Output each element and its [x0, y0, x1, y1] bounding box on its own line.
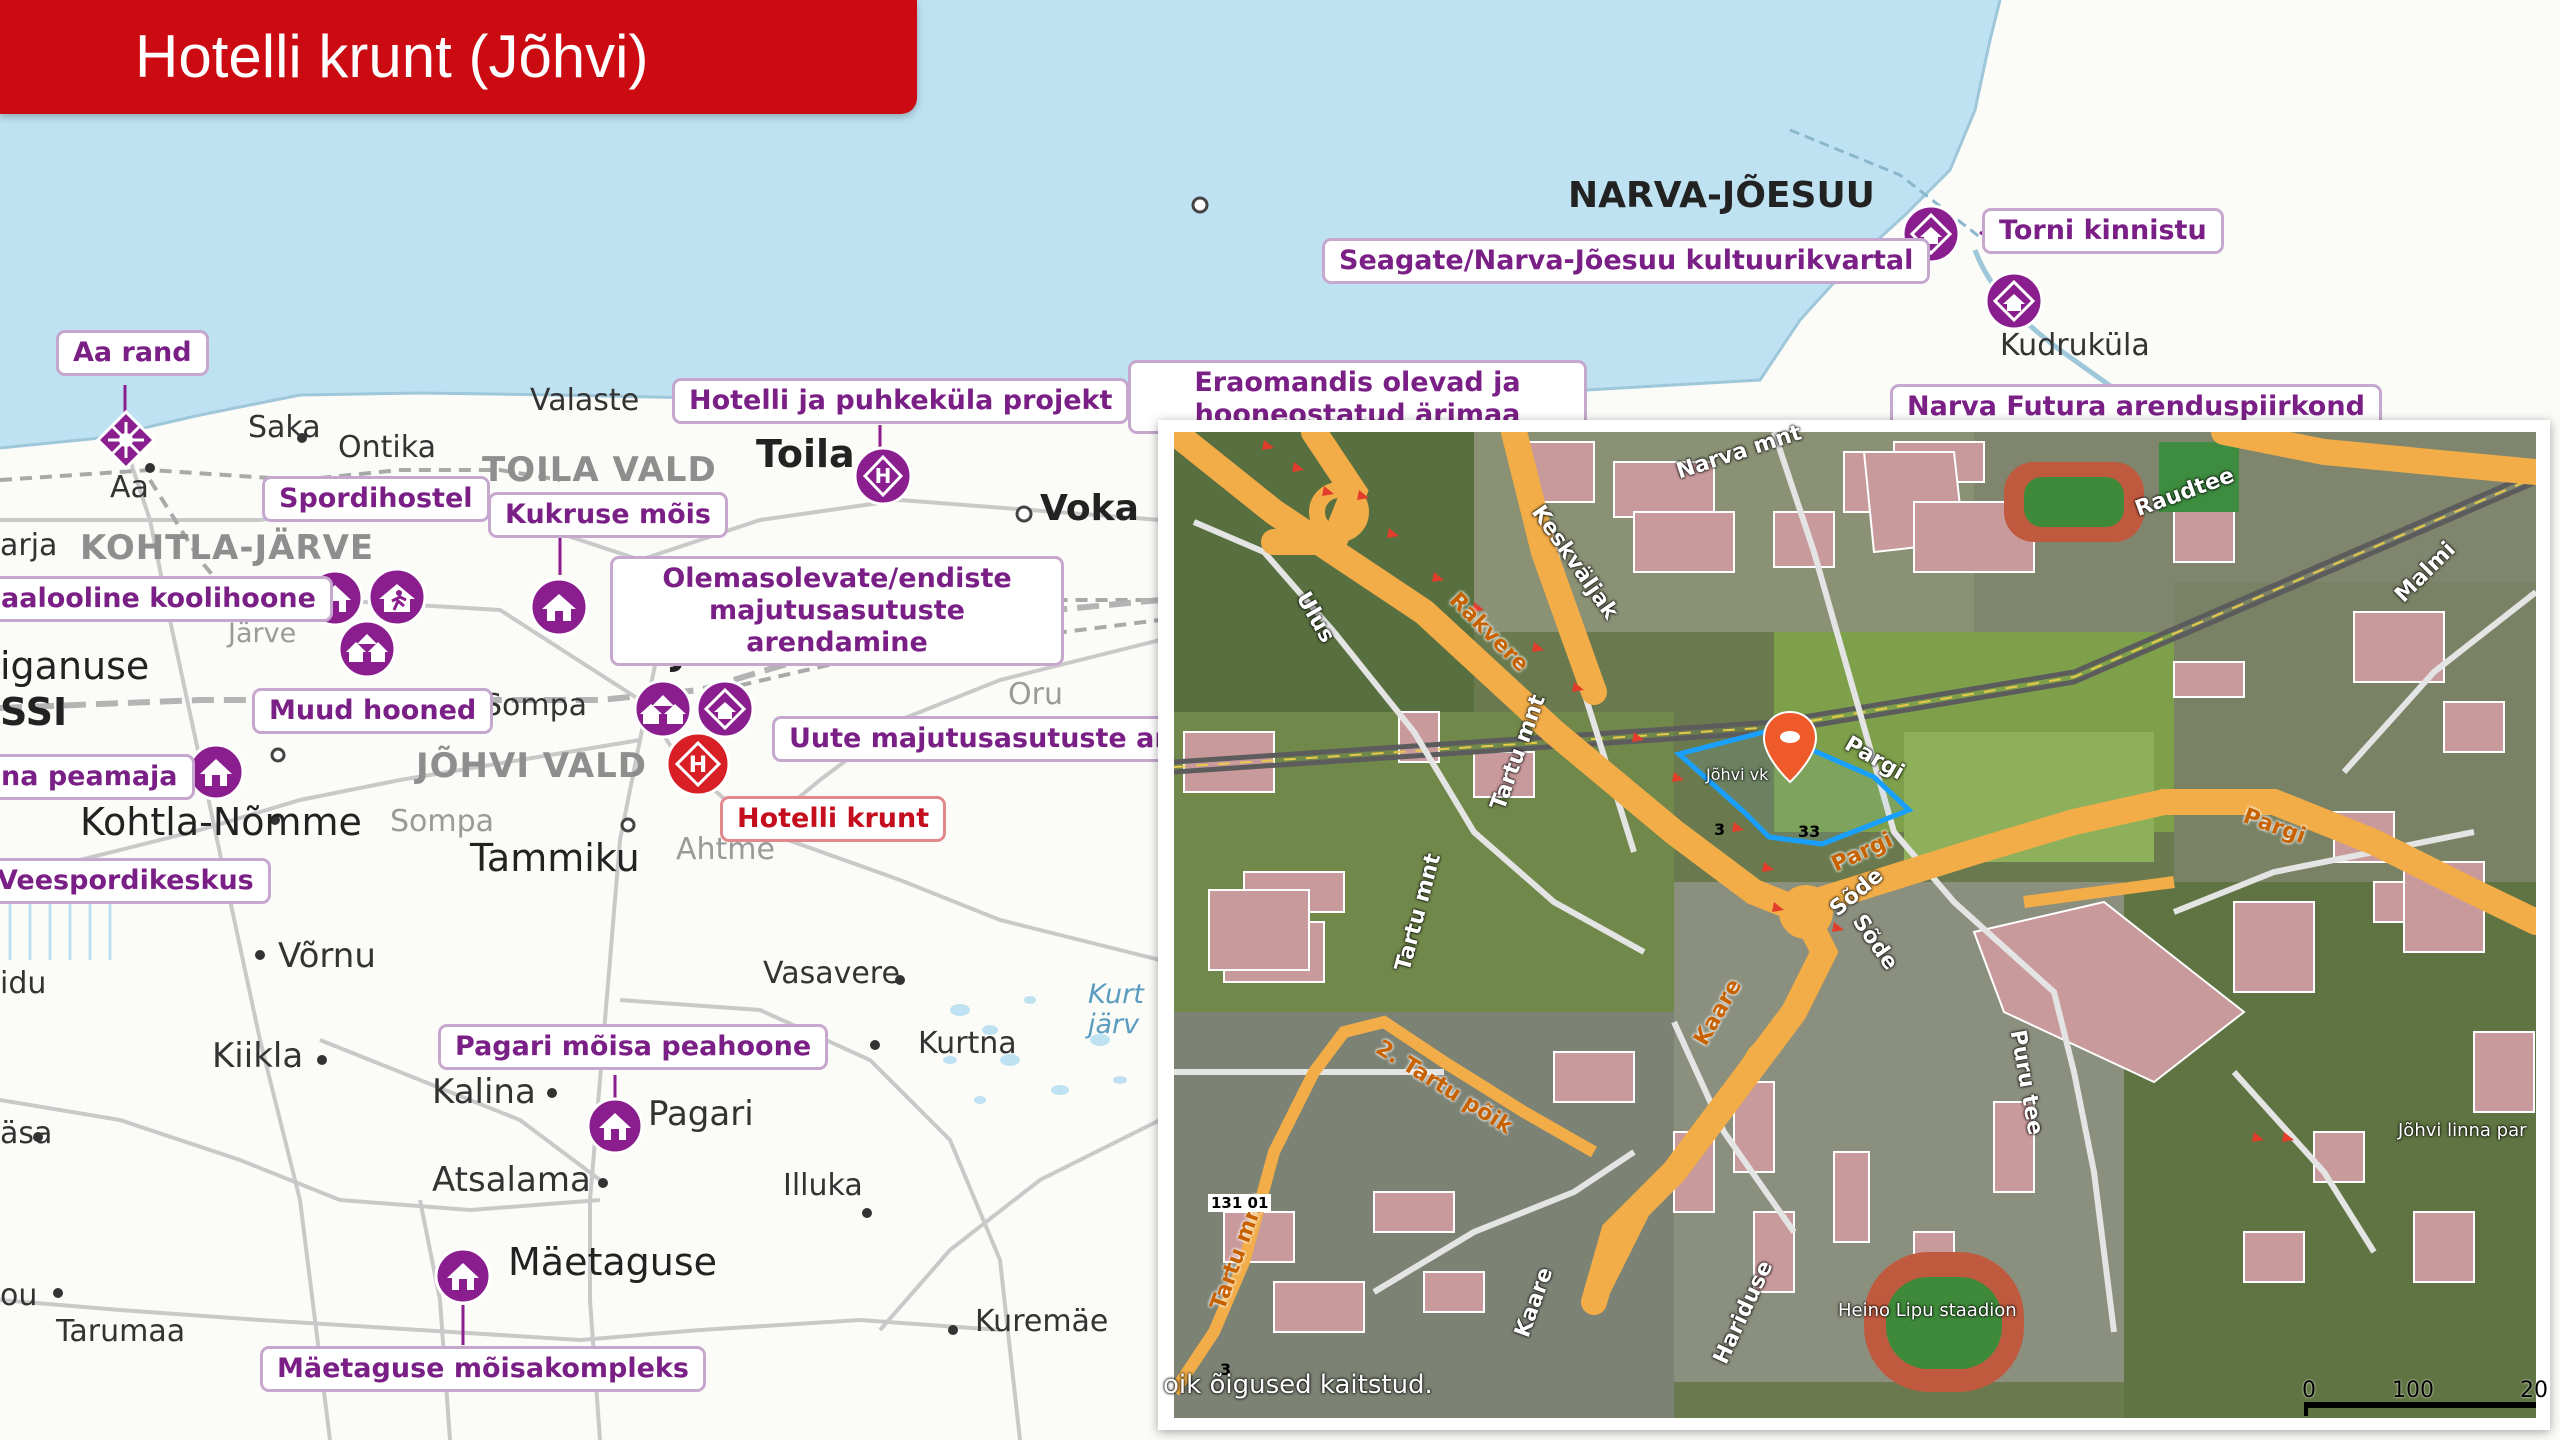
new-accommodation-marker-icon[interactable]: [694, 678, 756, 740]
callout-muud-hooned[interactable]: Muud hooned: [252, 688, 494, 734]
place-jarve: Järve: [228, 618, 297, 649]
tower-plot-marker-icon[interactable]: [1983, 270, 2045, 332]
beach-marker-icon[interactable]: [96, 410, 156, 470]
title-banner: Hotelli krunt (Jõhvi): [0, 0, 917, 114]
label-road-13101: 131 01: [1208, 1194, 1272, 1212]
place-oru: Oru: [1008, 677, 1063, 712]
scale-bar: [2304, 1402, 2536, 1416]
hollow-dots: [270, 196, 1209, 833]
place-sompa-2: Sompa: [390, 804, 495, 839]
roundabout-north: [1309, 482, 1369, 542]
place-kohtla-nomme: Kohtla-Nõmme: [80, 800, 362, 844]
inset-satellite-map[interactable]: [1174, 432, 2536, 1418]
place-voka: Voka: [1040, 488, 1139, 529]
place-toila: Toila: [756, 432, 855, 476]
inset-map-frame: Narva mnt Raudtee Malmi Ulus Rakvere Kes…: [1158, 420, 2550, 1430]
houses-marker-icon[interactable]: [336, 618, 398, 680]
place-pagari: Pagari: [648, 1094, 754, 1134]
callout-veespordikeskus[interactable]: Veespordikeskus: [0, 858, 271, 904]
map-copyright: oik õigused kaitstud.: [1163, 1370, 1433, 1400]
callout-spordihostel[interactable]: Spordihostel: [262, 476, 490, 522]
place-sompa: Sompa: [483, 688, 588, 723]
place-iganuse: iganuse: [0, 644, 150, 688]
place-kalina: Kalina: [432, 1072, 536, 1112]
scale-label-0: 0: [2302, 1378, 2316, 1403]
place-asa: äsa: [0, 1116, 53, 1151]
scale-label-100: 100: [2392, 1378, 2434, 1403]
place-vasavere: Vasavere: [763, 956, 900, 991]
place-illuka: Illuka: [783, 1168, 863, 1203]
label-johvi-park: Jõhvi linna par: [2398, 1120, 2527, 1141]
location-pin-icon[interactable]: [1762, 710, 1818, 784]
place-ssi: SSI: [0, 690, 68, 734]
water-bodies: [943, 996, 1127, 1104]
place-arja: arja: [0, 528, 58, 563]
large-buildings: [1208, 451, 2485, 1084]
place-kiikla: Kiikla: [212, 1036, 304, 1076]
place-kurtna-jarv: Kurt järv: [1088, 979, 1144, 1040]
place-tammiku: Tammiku: [470, 836, 640, 880]
place-aa: Aa: [110, 470, 149, 505]
scale-label-200: 20: [2520, 1378, 2548, 1403]
label-road-33: 33: [1798, 822, 1821, 841]
callout-torni-kinnistu[interactable]: Torni kinnistu: [1982, 208, 2224, 254]
place-maetaguse: Mäetaguse: [508, 1240, 718, 1284]
place-kurtna: Kurtna: [918, 1026, 1017, 1061]
place-vornu: Võrnu: [278, 936, 376, 976]
place-tarumaa: Tarumaa: [56, 1314, 186, 1349]
callout-hotelli-krunt[interactable]: Hotelli krunt: [720, 796, 947, 842]
callout-seagate[interactable]: Seagate/Narva-Jõesuu kultuurikvartal: [1322, 238, 1931, 284]
label-road-3b: 3: [1220, 1360, 1232, 1379]
manor-marker-icon-maetaguse[interactable]: [433, 1246, 493, 1306]
callout-olemasolevate[interactable]: Olemasolevate/endiste majutusasutuste ar…: [610, 556, 1064, 666]
callout-aa-rand[interactable]: Aa rand: [56, 330, 209, 376]
sport-marker-icon[interactable]: [366, 566, 428, 628]
label-road-3a: 3: [1714, 820, 1726, 839]
place-johvi-vald: JÕHVI VALD: [416, 746, 648, 786]
callout-peamaja[interactable]: na peamaja: [0, 754, 195, 800]
svg-text:H: H: [875, 464, 892, 488]
houses-marker-icon-johvi[interactable]: [632, 678, 694, 740]
hotel-marker-icon[interactable]: H: [852, 445, 914, 507]
place-toila-vald: TOILA VALD: [482, 450, 717, 490]
place-kohtla-jarve: KOHTLA-JÄRVE: [80, 528, 375, 568]
callout-pagari-mois[interactable]: Pagari mõisa peahoone: [438, 1024, 829, 1070]
callout-maetaguse-mois[interactable]: Mäetaguse mõisakompleks: [260, 1346, 706, 1392]
callout-hotelli-puhkekula[interactable]: Hotelli ja puhkeküla projekt: [672, 378, 1130, 424]
svg-text:H: H: [689, 753, 707, 778]
roundabout-south: [1779, 885, 1833, 939]
place-atsalama: Atsalama: [432, 1160, 591, 1200]
boundary-line: [1789, 128, 1991, 247]
house-marker-icon-peamaja[interactable]: [186, 742, 246, 802]
place-idu: idu: [0, 966, 47, 1001]
label-johvi-vk: Jõhvi vk: [1706, 765, 1769, 784]
place-ontika: Ontika: [338, 430, 436, 465]
heino-lipu-stadium: [1864, 1252, 2024, 1392]
place-ou: ou: [0, 1278, 38, 1313]
callout-kukruse-mois[interactable]: Kukruse mõis: [488, 492, 728, 538]
manor-marker-icon[interactable]: [528, 576, 590, 638]
manor-marker-icon-pagari[interactable]: [585, 1096, 645, 1156]
place-valaste: Valaste: [530, 383, 640, 418]
label-heino-lipu: Heino Lipu staadion: [1838, 1300, 2017, 1321]
traffic-arrows: [1262, 440, 2294, 1142]
page-title: Hotelli krunt (Jõhvi): [135, 23, 649, 90]
sports-field-top: [2004, 442, 2239, 542]
place-kuremae: Kuremäe: [975, 1304, 1109, 1339]
place-narva-joesuu: NARVA-JÕESUU: [1568, 175, 1875, 216]
inset-secondary-roads: [1174, 876, 2175, 1396]
place-kudrukula: Kudruküla: [2000, 328, 2150, 363]
place-saka: Saka: [248, 410, 321, 445]
callout-ajalooline-koolihoone[interactable]: aalooline koolihoone: [0, 576, 333, 622]
hotel-plot-marker-icon[interactable]: H: [664, 730, 732, 798]
